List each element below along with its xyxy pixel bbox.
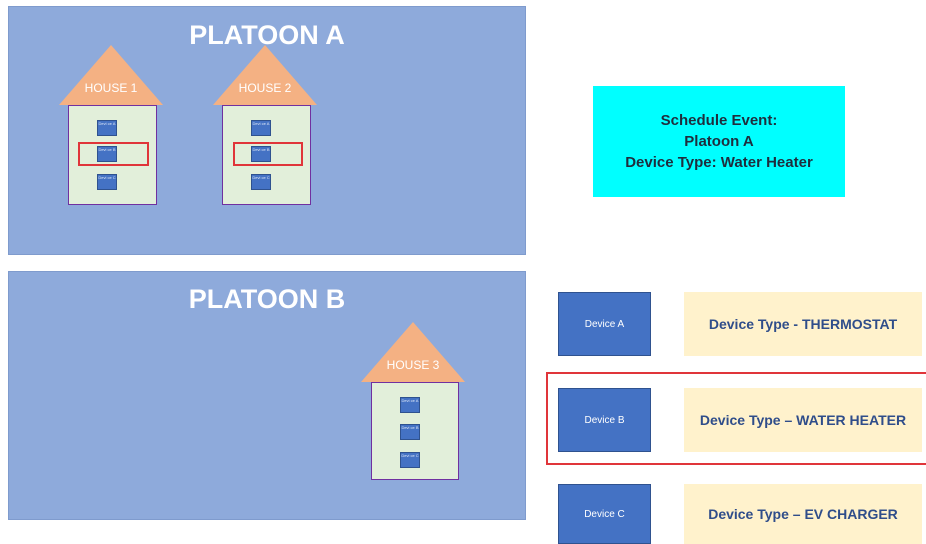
schedule-event-platoon: Platoon A: [684, 133, 754, 150]
house-3-roof: [361, 322, 465, 382]
house-3-device-c: Devi ce C: [400, 452, 420, 468]
house-2-device-b-highlight: [233, 142, 303, 166]
house-1-device-b-highlight: [78, 142, 149, 166]
platoon-a-region: PLATOON A HOUSE 1 Devi ce A Devi ce B De…: [8, 6, 526, 255]
legend-device-b: Device B: [558, 388, 651, 452]
house-3-body: Devi ce A Devi ce B Devi ce C: [371, 382, 459, 480]
house-2-body: Devi ce A Devi ce B Devi ce C: [222, 105, 311, 205]
legend-type-water-heater: Device Type – WATER HEATER: [684, 388, 922, 452]
house-3: HOUSE 3 Devi ce A Devi ce B Devi ce C: [361, 322, 465, 484]
house-3-device-b: Devi ce B: [400, 424, 420, 440]
schedule-event-title: Schedule Event:: [660, 112, 778, 129]
water-heater-highlight: [546, 372, 926, 465]
legend-device-a: Device A: [558, 292, 651, 356]
house-2-roof: [213, 45, 317, 105]
house-2: HOUSE 2 Devi ce A Devi ce B Devi ce C: [213, 45, 317, 207]
house-3-device-a: Devi ce A: [400, 397, 420, 413]
platoon-b-title: PLATOON B: [188, 284, 346, 314]
house-1-device-b: Devi ce B: [97, 146, 117, 162]
platoon-b-region: PLATOON B HOUSE 3 Devi ce A Devi ce B De…: [8, 271, 526, 520]
house-1: HOUSE 1 Devi ce A Devi ce B Devi ce C: [59, 45, 163, 207]
house-3-label: HOUSE 3: [386, 358, 440, 372]
house-1-roof: [59, 45, 163, 105]
legend-type-ev-charger: Device Type – EV CHARGER: [684, 484, 922, 544]
legend-type-thermostat: Device Type - THERMOSTAT: [684, 292, 922, 356]
house-1-label: HOUSE 1: [84, 81, 138, 95]
house-2-label: HOUSE 2: [238, 81, 292, 95]
house-1-device-c: Devi ce C: [97, 174, 117, 190]
house-2-device-b: Devi ce B: [251, 146, 271, 162]
legend-device-c: Device C: [558, 484, 651, 544]
schedule-event-box: Schedule Event: Platoon A Device Type: W…: [593, 86, 845, 197]
house-2-device-c: Devi ce C: [251, 174, 271, 190]
house-1-body: Devi ce A Devi ce B Devi ce C: [68, 105, 157, 205]
schedule-event-device-type: Device Type: Water Heater: [625, 154, 813, 171]
house-2-device-a: Devi ce A: [251, 120, 271, 136]
house-1-device-a: Devi ce A: [97, 120, 117, 136]
